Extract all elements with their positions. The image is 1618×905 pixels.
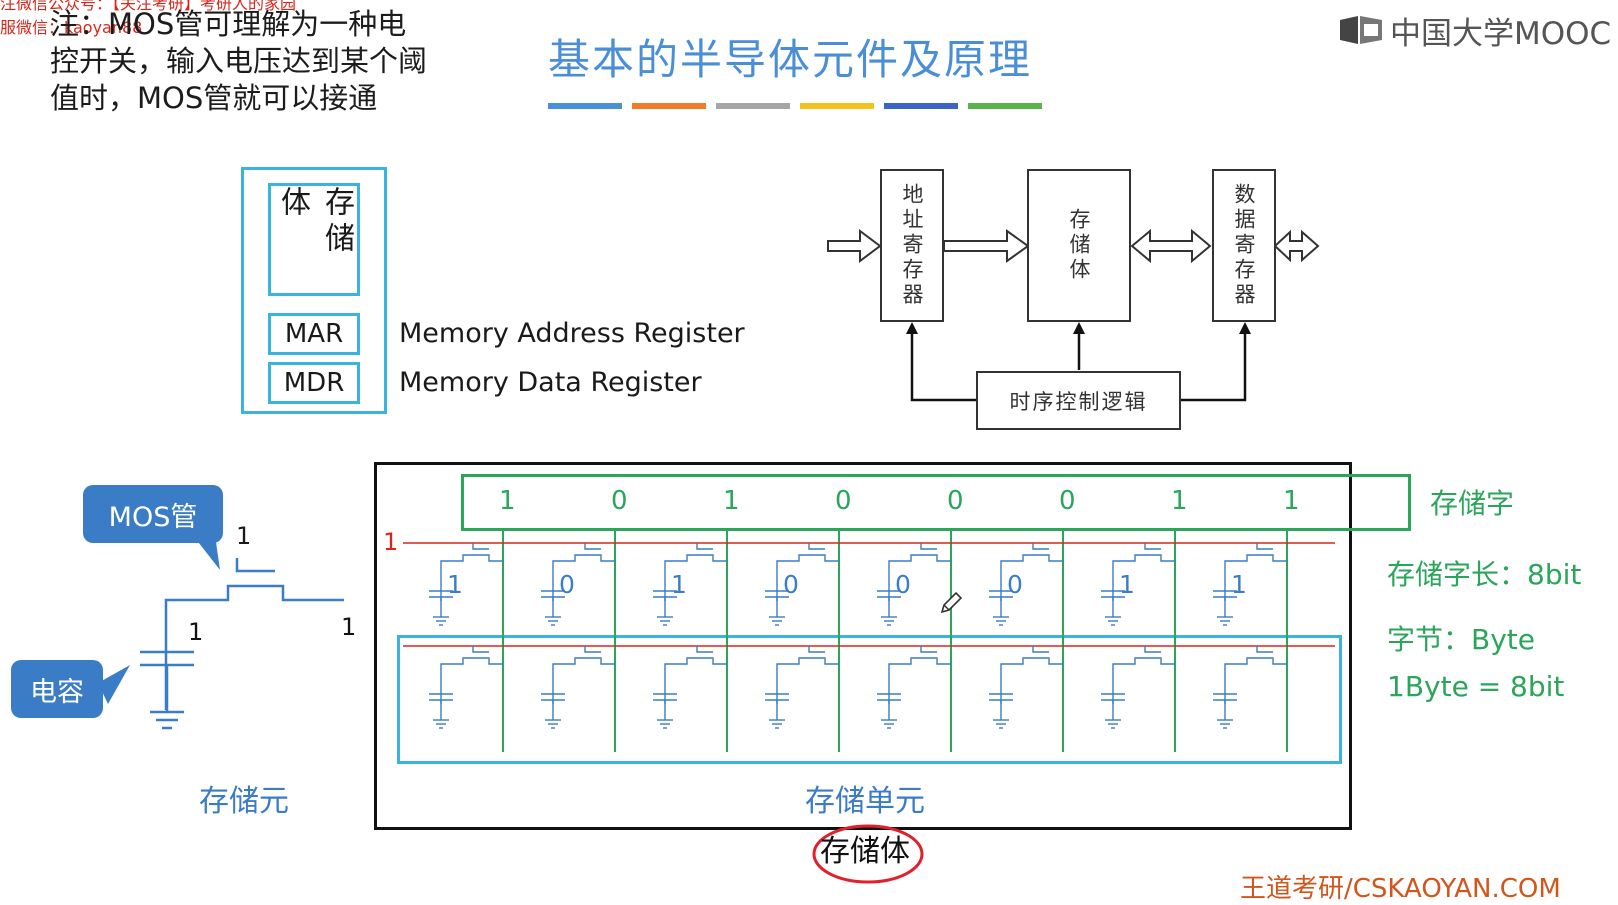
color-bar-segment [716, 103, 790, 109]
storage-word-bit: 1 [1283, 486, 1300, 516]
data-register-label: 数据寄存器 [1232, 183, 1256, 308]
timing-control-box: 时序控制逻辑 [976, 371, 1181, 430]
mdr-box: MDR [268, 362, 360, 404]
storage-word-bit: 1 [499, 486, 516, 516]
storage-word-bit: 0 [947, 486, 964, 516]
watermark-line-2: 服微信：kaoyan88 [0, 18, 143, 37]
storage-cell-bit: 0 [783, 570, 799, 599]
mini-storage-cell [1101, 646, 1175, 729]
color-bar-segment [884, 103, 958, 109]
storage-cell-bit: 1 [1119, 570, 1135, 599]
color-bar-segment [548, 103, 622, 109]
storage-word-bit: 1 [1171, 486, 1188, 516]
mini-storage-cell [989, 646, 1063, 729]
storage-cell-bit: 1 [671, 570, 687, 599]
mini-storage-cell [1213, 646, 1287, 729]
mini-storage-cell [765, 646, 839, 729]
storage-box: 存储体 [1027, 169, 1131, 322]
storage-unit-box [397, 635, 1342, 764]
storage-cell-bit: 1 [447, 570, 463, 599]
mini-storage-cell [1101, 543, 1175, 626]
storage-cell-bit: 0 [559, 570, 575, 599]
storage-word-bit: 0 [1059, 486, 1076, 516]
mooc-brand-text: 中国大学MOOC [1390, 16, 1612, 52]
color-bar-segment [800, 103, 874, 109]
page-title: 基本的半导体元件及原理 [548, 35, 1033, 84]
color-bar-segment [968, 103, 1042, 109]
byte-label: 字节：Byte [1387, 623, 1535, 656]
mar-box: MAR [268, 313, 360, 355]
storage-word-box [461, 474, 1411, 531]
byte-equation: 1Byte = 8bit [1387, 670, 1565, 703]
mos-note: 注：MOS管可理解为一种电控开关，输入电压达到某个阈值时，MOS管就可以接通 [50, 7, 428, 115]
mini-storage-cell [429, 543, 503, 626]
mini-storage-cell [877, 543, 951, 626]
memory-block-outline [241, 167, 387, 414]
mar-label: MAR [284, 319, 344, 349]
pencil-icon [940, 591, 963, 614]
mini-storage-cell [877, 646, 951, 729]
footer-brand: 王道考研/CSKAOYAN.COM [1240, 874, 1561, 904]
storage-element-caption: 存储元 [199, 784, 289, 819]
data-register-box: 数据寄存器 [1212, 169, 1276, 322]
mini-storage-cell [765, 543, 839, 626]
address-register-box: 地址寄存器 [880, 169, 944, 322]
mini-storage-cell [541, 543, 615, 626]
cell-value-gate: 1 [236, 522, 252, 550]
storage-cell-bit: 0 [895, 570, 911, 599]
storage-word-bit: 0 [611, 486, 628, 516]
mos-callout: MOS管 [83, 485, 223, 543]
cell-value-output: 1 [341, 613, 357, 641]
storage-cell-bit: 0 [1007, 570, 1023, 599]
mini-storage-cell [989, 543, 1063, 626]
storage-word-label: 存储字 [1430, 487, 1515, 520]
storage-body-label: 存储体 [275, 186, 354, 258]
memory-array-frame [374, 462, 1352, 830]
cell-value-capacitor: 1 [188, 618, 204, 646]
mini-storage-cell [653, 646, 727, 729]
mini-storage-cell [541, 646, 615, 729]
mdr-description: Memory Data Register [399, 367, 702, 398]
storage-unit-label: 存储单元 [805, 784, 925, 819]
storage-body-caption: 存储体 [820, 834, 910, 869]
storage-word-bit: 0 [835, 486, 852, 516]
storage-body-circle [812, 824, 924, 884]
storage-label: 存储体 [1067, 208, 1091, 283]
mini-storage-cell [429, 646, 503, 729]
mar-description: Memory Address Register [399, 318, 745, 349]
word-length-label: 存储字长：8bit [1387, 558, 1582, 591]
storage-body-box: 存储体 [268, 183, 360, 296]
capacitor-callout-label: 电容 [30, 676, 84, 708]
address-register-label: 地址寄存器 [900, 183, 924, 308]
mini-storage-cell [653, 543, 727, 626]
mos-callout-label: MOS管 [108, 501, 198, 533]
mooc-brand: 中国大学MOOC [1338, 8, 1611, 53]
mooc-logo-icon [1338, 14, 1384, 48]
color-bar-segment [632, 103, 706, 109]
row-select-value: 1 [383, 528, 399, 556]
capacitor-callout: 电容 [11, 660, 103, 718]
storage-word-bit: 1 [723, 486, 740, 516]
timing-control-label: 时序控制逻辑 [1009, 389, 1148, 414]
watermark-line-1: 注微信公众号：【关注考研】考研人的家园 [0, 0, 297, 13]
mdr-label: MDR [283, 368, 345, 398]
mini-storage-cell [1213, 543, 1287, 626]
storage-cell-bit: 1 [1231, 570, 1247, 599]
